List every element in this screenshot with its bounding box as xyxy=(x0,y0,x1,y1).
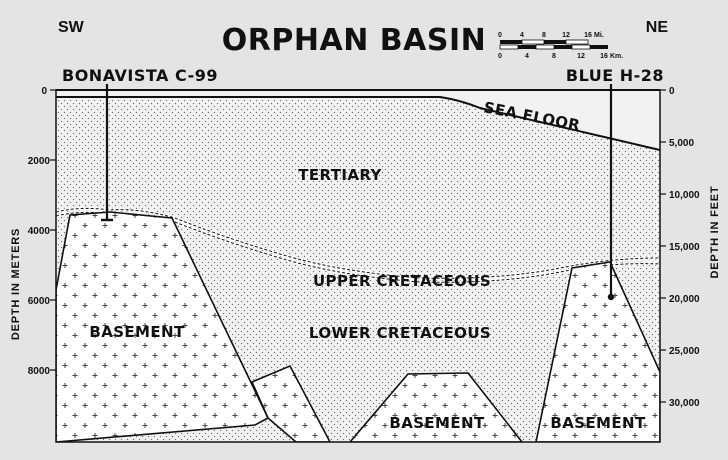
section-panel xyxy=(56,90,660,442)
right-axis: 0 5,000 10,000 15,000 20,000 25,000 30,0… xyxy=(660,86,721,409)
right-axis-title: DEPTH IN FEET xyxy=(709,186,721,279)
scale-km-tick-4: 16 xyxy=(600,53,608,60)
right-tick-1: 5,000 xyxy=(669,138,694,149)
scale-mi-tick-3: 12 xyxy=(562,32,570,39)
left-axis-title: DEPTH IN METERS xyxy=(10,228,22,340)
unit-label-basement-right: BASEMENT xyxy=(550,414,646,432)
unit-label-upper-cretaceous: UPPER CRETACEOUS xyxy=(313,272,491,290)
scale-mi-tick-0: 0 xyxy=(498,32,502,39)
right-tick-0: 0 xyxy=(669,86,675,97)
scale-km-tick-2: 8 xyxy=(552,53,556,60)
unit-label-lower-cretaceous: LOWER CRETACEOUS xyxy=(309,324,491,342)
right-tick-5: 25,000 xyxy=(669,346,700,357)
well-label-bonavista: BONAVISTA C-99 xyxy=(62,66,218,85)
left-axis: 0 2000 4000 6000 8000 DEPTH IN METERS xyxy=(10,86,56,377)
scale-mi-unit: Mi. xyxy=(594,32,604,39)
right-tick-4: 20,000 xyxy=(669,294,700,305)
right-tick-6: 30,000 xyxy=(669,398,700,409)
corner-label-ne: NE xyxy=(646,19,669,36)
left-tick-4: 8000 xyxy=(28,366,51,377)
left-tick-3: 6000 xyxy=(28,296,51,307)
diagram-title: ORPHAN BASIN xyxy=(222,23,486,58)
corner-label-sw: SW xyxy=(58,19,85,36)
left-tick-0: 0 xyxy=(41,86,47,97)
unit-label-basement-center: BASEMENT xyxy=(389,414,485,432)
right-tick-2: 10,000 xyxy=(669,190,700,201)
scale-km-unit: Km. xyxy=(610,53,623,60)
right-tick-3: 15,000 xyxy=(669,242,700,253)
left-tick-1: 2000 xyxy=(28,156,51,167)
scale-km-tick-1: 4 xyxy=(525,53,529,60)
scale-bar: 0 4 8 12 16 Mi. 0 4 8 12 16 Km. xyxy=(498,32,623,60)
unit-label-basement-left: BASEMENT xyxy=(89,323,185,341)
scale-mi-tick-2: 8 xyxy=(542,32,546,39)
well-label-blue: BLUE H-28 xyxy=(566,66,664,85)
scale-mi-tick-1: 4 xyxy=(520,32,524,39)
scale-km-tick-3: 12 xyxy=(577,53,585,60)
scale-km-tick-0: 0 xyxy=(498,53,502,60)
scale-mi-tick-4: 16 xyxy=(584,32,592,39)
left-tick-2: 4000 xyxy=(28,226,51,237)
unit-label-tertiary: TERTIARY xyxy=(298,166,382,184)
